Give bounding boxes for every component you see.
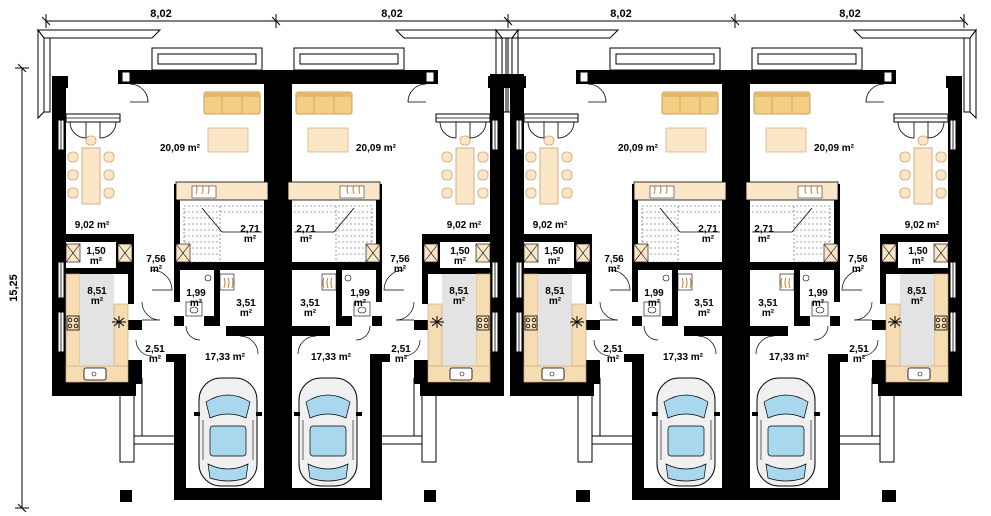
room-area-unit: m² — [852, 264, 865, 275]
room-area-pantry: 1,50 — [86, 246, 106, 257]
room-area-boiler: 3,51 — [300, 298, 320, 309]
dimension-lines — [15, 14, 969, 513]
room-area-unit: m² — [240, 308, 253, 319]
room-area-vestibule: 2,51 — [391, 344, 411, 355]
depth-label: 15,25 — [8, 274, 20, 302]
room-area-unit: m² — [698, 308, 711, 319]
room-area-living: 20,09 m² — [160, 143, 201, 154]
room-area-unit: m² — [608, 264, 621, 275]
room-area-hall: 7,56 — [146, 254, 166, 265]
room-area-unit: m² — [190, 298, 203, 309]
room-area-unit: m² — [702, 234, 715, 245]
room-area-pantry: 1,50 — [544, 246, 564, 257]
room-area-unit: m² — [149, 354, 162, 365]
room-area-dining: 9,02 m² — [905, 220, 940, 231]
room-area-unit: m² — [354, 298, 367, 309]
corner-post — [884, 490, 896, 502]
room-area-stair: 2,71 — [296, 224, 316, 235]
room-area-vestibule: 2,51 — [849, 344, 869, 355]
room-area-stair: 2,71 — [698, 224, 718, 235]
room-area-unit: m² — [244, 234, 257, 245]
room-area-unit: m² — [300, 234, 313, 245]
room-area-boiler: 3,51 — [758, 298, 778, 309]
room-area-garage: 17,33 m² — [205, 352, 246, 363]
party-wall-accent — [490, 74, 524, 88]
width-label-4: 8,02 — [839, 8, 860, 20]
room-area-vestibule: 2,51 — [145, 344, 165, 355]
room-area-hall: 7,56 — [604, 254, 624, 265]
corner-post — [576, 490, 588, 502]
room-area-unit: m² — [304, 308, 317, 319]
width-label-2: 8,02 — [381, 8, 402, 20]
room-area-unit: m² — [853, 354, 866, 365]
room-area-unit: m² — [911, 296, 924, 307]
room-area-unit: m² — [454, 256, 467, 267]
room-area-unit: m² — [453, 296, 466, 307]
room-area-unit: m² — [90, 256, 103, 267]
room-area-unit: m² — [91, 296, 104, 307]
room-area-unit: m² — [395, 354, 408, 365]
room-area-pantry: 1,50 — [450, 246, 470, 257]
room-area-unit: m² — [607, 354, 620, 365]
room-area-wc: 1,99 — [186, 288, 206, 299]
room-area-kitchen: 8,51 — [545, 286, 565, 297]
room-area-pantry: 1,50 — [908, 246, 928, 257]
room-area-unit: m² — [549, 296, 562, 307]
room-area-boiler: 3,51 — [694, 298, 714, 309]
room-area-dining: 9,02 m² — [533, 220, 568, 231]
room-area-unit: m² — [548, 256, 561, 267]
room-area-wc: 1,99 — [808, 288, 828, 299]
room-area-unit: m² — [150, 264, 163, 275]
room-area-dining: 9,02 m² — [75, 220, 110, 231]
width-label-3: 8,02 — [610, 8, 631, 20]
room-area-wc: 1,99 — [644, 288, 664, 299]
room-area-unit: m² — [758, 234, 771, 245]
room-area-living: 20,09 m² — [356, 143, 397, 154]
room-area-boiler: 3,51 — [236, 298, 256, 309]
room-area-dining: 9,02 m² — [447, 220, 482, 231]
room-area-vestibule: 2,51 — [603, 344, 623, 355]
room-area-hall: 7,56 — [848, 254, 868, 265]
width-label-1: 8,02 — [150, 8, 171, 20]
room-area-garage: 17,33 m² — [769, 352, 810, 363]
room-area-wc: 1,99 — [350, 288, 370, 299]
room-area-unit: m² — [812, 298, 825, 309]
room-area-hall: 7,56 — [390, 254, 410, 265]
room-area-unit: m² — [648, 298, 661, 309]
room-area-kitchen: 8,51 — [907, 286, 927, 297]
room-area-unit: m² — [762, 308, 775, 319]
room-area-stair: 2,71 — [754, 224, 774, 235]
room-area-garage: 17,33 m² — [663, 352, 704, 363]
room-area-kitchen: 8,51 — [449, 286, 469, 297]
room-area-unit: m² — [912, 256, 925, 267]
room-area-stair: 2,71 — [240, 224, 260, 235]
room-area-unit: m² — [394, 264, 407, 275]
room-area-living: 20,09 m² — [618, 143, 659, 154]
room-area-living: 20,09 m² — [814, 143, 855, 154]
room-area-kitchen: 8,51 — [87, 286, 107, 297]
room-area-garage: 17,33 m² — [311, 352, 352, 363]
